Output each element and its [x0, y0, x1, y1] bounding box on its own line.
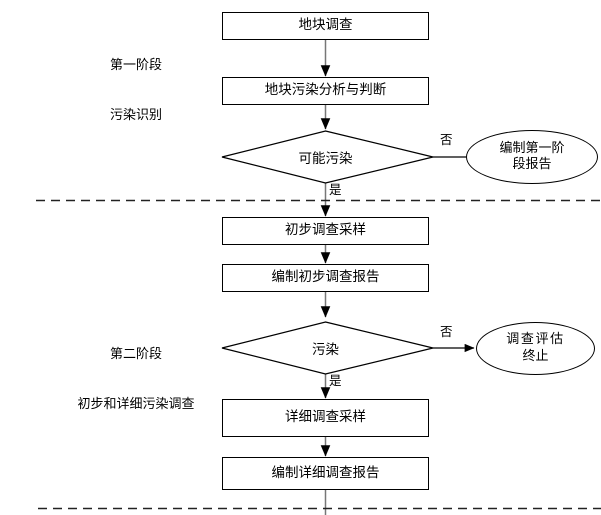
stage-1-label: 第一阶段 污染识别	[96, 24, 176, 159]
stage-2-label-line1: 第二阶段	[109, 346, 162, 362]
edge-label-yes-2: 是	[329, 373, 342, 388]
node-preliminary-report-label: 编制初步调查报告	[271, 269, 380, 286]
edge-label-no-1: 否	[440, 132, 453, 147]
edge-label-yes-1: 是	[329, 182, 342, 197]
edge-label-no-2: 否	[440, 324, 453, 339]
node-detailed-sampling-label: 详细调查采样	[285, 409, 366, 426]
node-decision-pollution-label: 污染	[312, 342, 339, 358]
node-phase1-report-line1: 编制第一阶	[499, 140, 565, 156]
node-preliminary-sampling-label: 初步调查采样	[285, 222, 366, 239]
node-survey-terminated-line2: 终止	[522, 348, 549, 364]
node-survey-terminated[interactable]: 调查评估 终止	[476, 322, 595, 375]
decision-possible-pollution-shape	[221, 130, 434, 184]
stage-1-label-line1: 第一阶段	[109, 57, 162, 73]
decision-pollution-shape	[221, 321, 434, 375]
stage-2-label: 第二阶段 初步和详细污染调查	[63, 313, 209, 448]
node-preliminary-sampling[interactable]: 初步调查采样	[222, 217, 429, 245]
node-detailed-sampling[interactable]: 详细调查采样	[222, 399, 429, 437]
node-detailed-report[interactable]: 编制详细调查报告	[222, 457, 429, 490]
node-decision-possible-pollution-label: 可能污染	[298, 151, 353, 167]
stage-2-label-line2: 初步和详细污染调查	[77, 397, 195, 413]
node-phase1-report[interactable]: 编制第一阶 段报告	[466, 130, 598, 184]
node-site-survey[interactable]: 地块调查	[222, 12, 429, 40]
node-pollution-analysis[interactable]: 地块污染分析与判断	[222, 77, 429, 105]
node-survey-terminated-line1: 调查评估	[506, 332, 565, 348]
node-site-survey-label: 地块调查	[298, 17, 353, 34]
stage-1-label-line2: 污染识别	[109, 108, 162, 124]
node-phase1-report-line2: 段报告	[512, 157, 552, 172]
node-detailed-report-label: 编制详细调查报告	[271, 464, 380, 481]
node-decision-pollution[interactable]: 污染	[222, 336, 429, 360]
node-pollution-analysis-label: 地块污染分析与判断	[264, 82, 387, 99]
node-decision-possible-pollution[interactable]: 可能污染	[222, 145, 429, 169]
node-preliminary-report[interactable]: 编制初步调查报告	[222, 264, 429, 292]
